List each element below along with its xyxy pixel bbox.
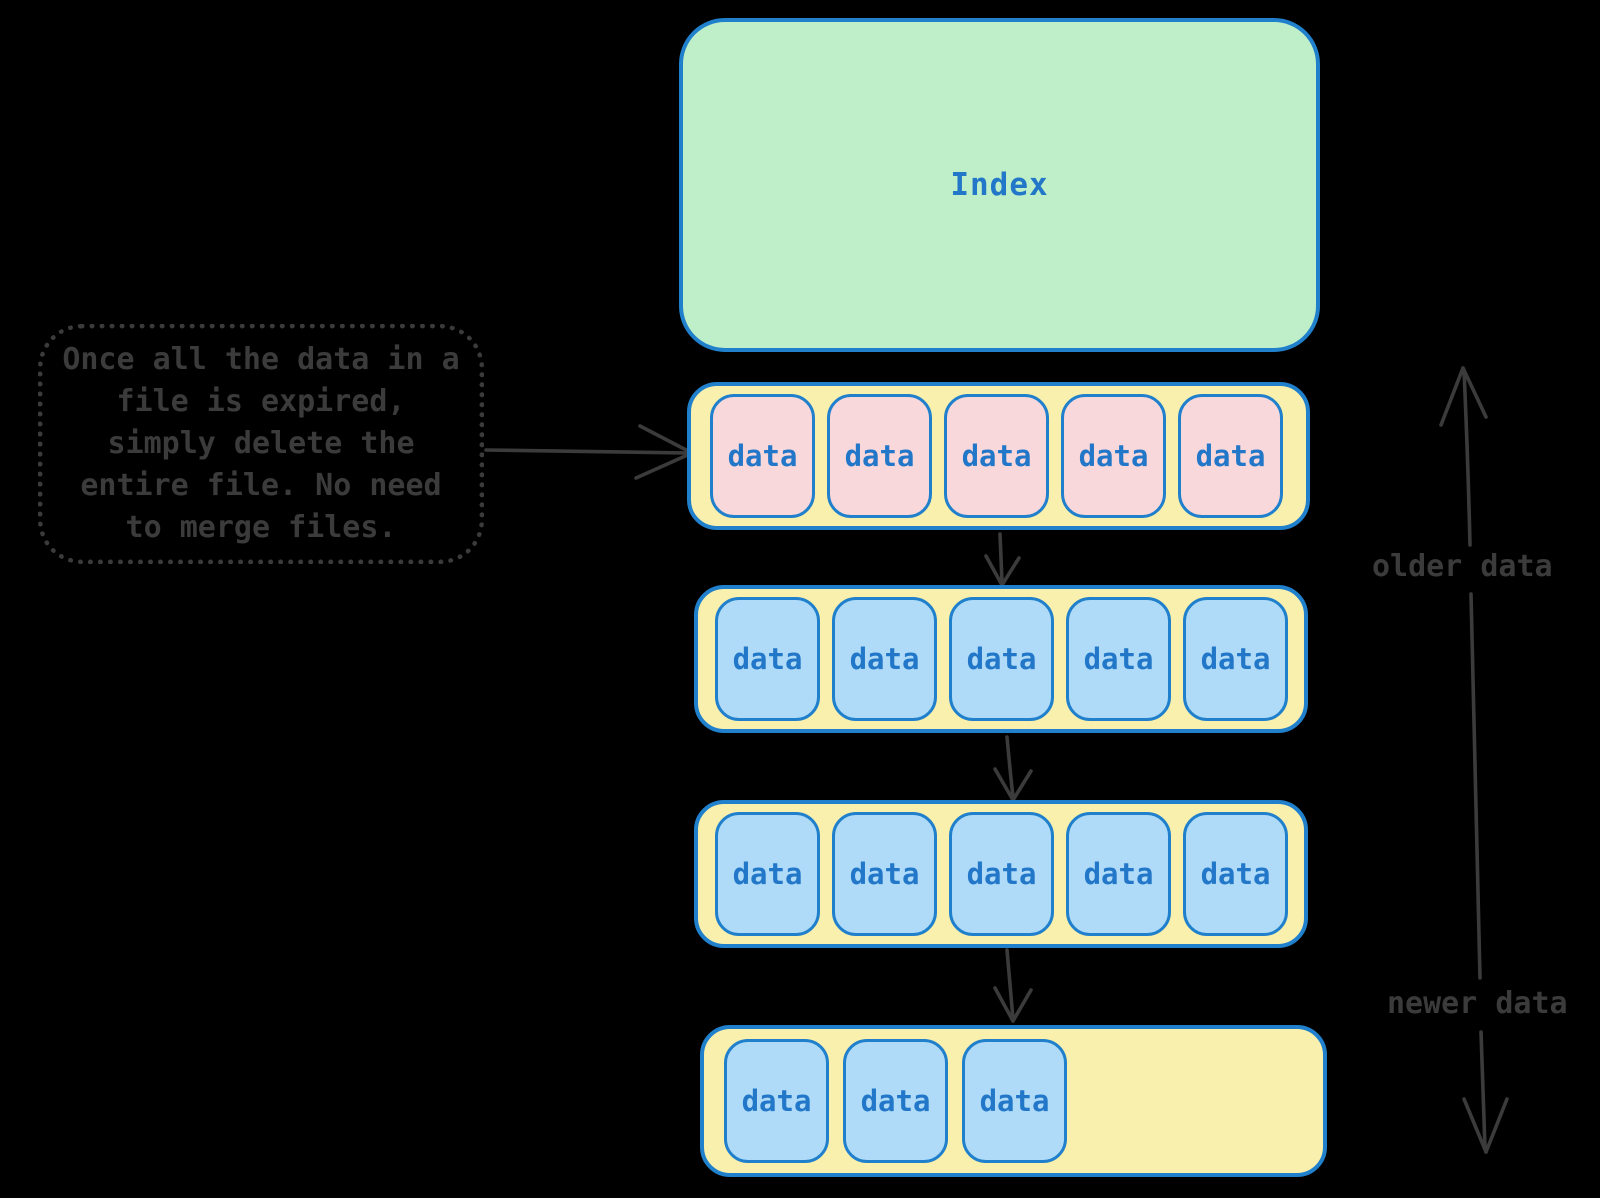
data-cell: data — [715, 597, 820, 721]
data-cell: data — [949, 812, 1054, 936]
flow-arrow-file3-file4 — [993, 948, 1033, 1023]
data-cell: data — [843, 1039, 948, 1163]
data-cell: data — [949, 597, 1054, 721]
data-cell: data — [724, 1039, 829, 1163]
callout-text: Once all the data in a file is expired, … — [62, 342, 460, 545]
file-row-3: data data data data data — [694, 800, 1308, 948]
callout-arrow — [484, 424, 694, 480]
index-box: Index — [679, 18, 1320, 352]
data-cell: data — [1183, 597, 1288, 721]
data-cell: data — [710, 394, 815, 518]
data-cell: data — [1183, 812, 1288, 936]
older-data-label: older data — [1372, 549, 1553, 584]
file-row-newest: data data data — [700, 1025, 1327, 1177]
data-cell: data — [832, 812, 937, 936]
flow-arrow-file1-file2 — [984, 532, 1021, 587]
data-cell: data — [1066, 597, 1171, 721]
data-cell: data — [944, 394, 1049, 518]
data-cell: data — [1061, 394, 1166, 518]
file-row-2: data data data data data — [694, 585, 1308, 733]
data-cell: data — [832, 597, 937, 721]
data-cell: data — [715, 812, 820, 936]
newer-data-label: newer data — [1387, 986, 1568, 1021]
data-cell: data — [1066, 812, 1171, 936]
data-cell: data — [1178, 394, 1283, 518]
data-cell: data — [827, 394, 932, 518]
timeline-arrow — [1439, 366, 1509, 1154]
flow-arrow-file2-file3 — [993, 735, 1033, 802]
file-row-expired: data data data data data — [687, 382, 1310, 530]
index-label: Index — [950, 167, 1049, 203]
callout-note: Once all the data in a file is expired, … — [38, 324, 484, 564]
data-cell: data — [962, 1039, 1067, 1163]
